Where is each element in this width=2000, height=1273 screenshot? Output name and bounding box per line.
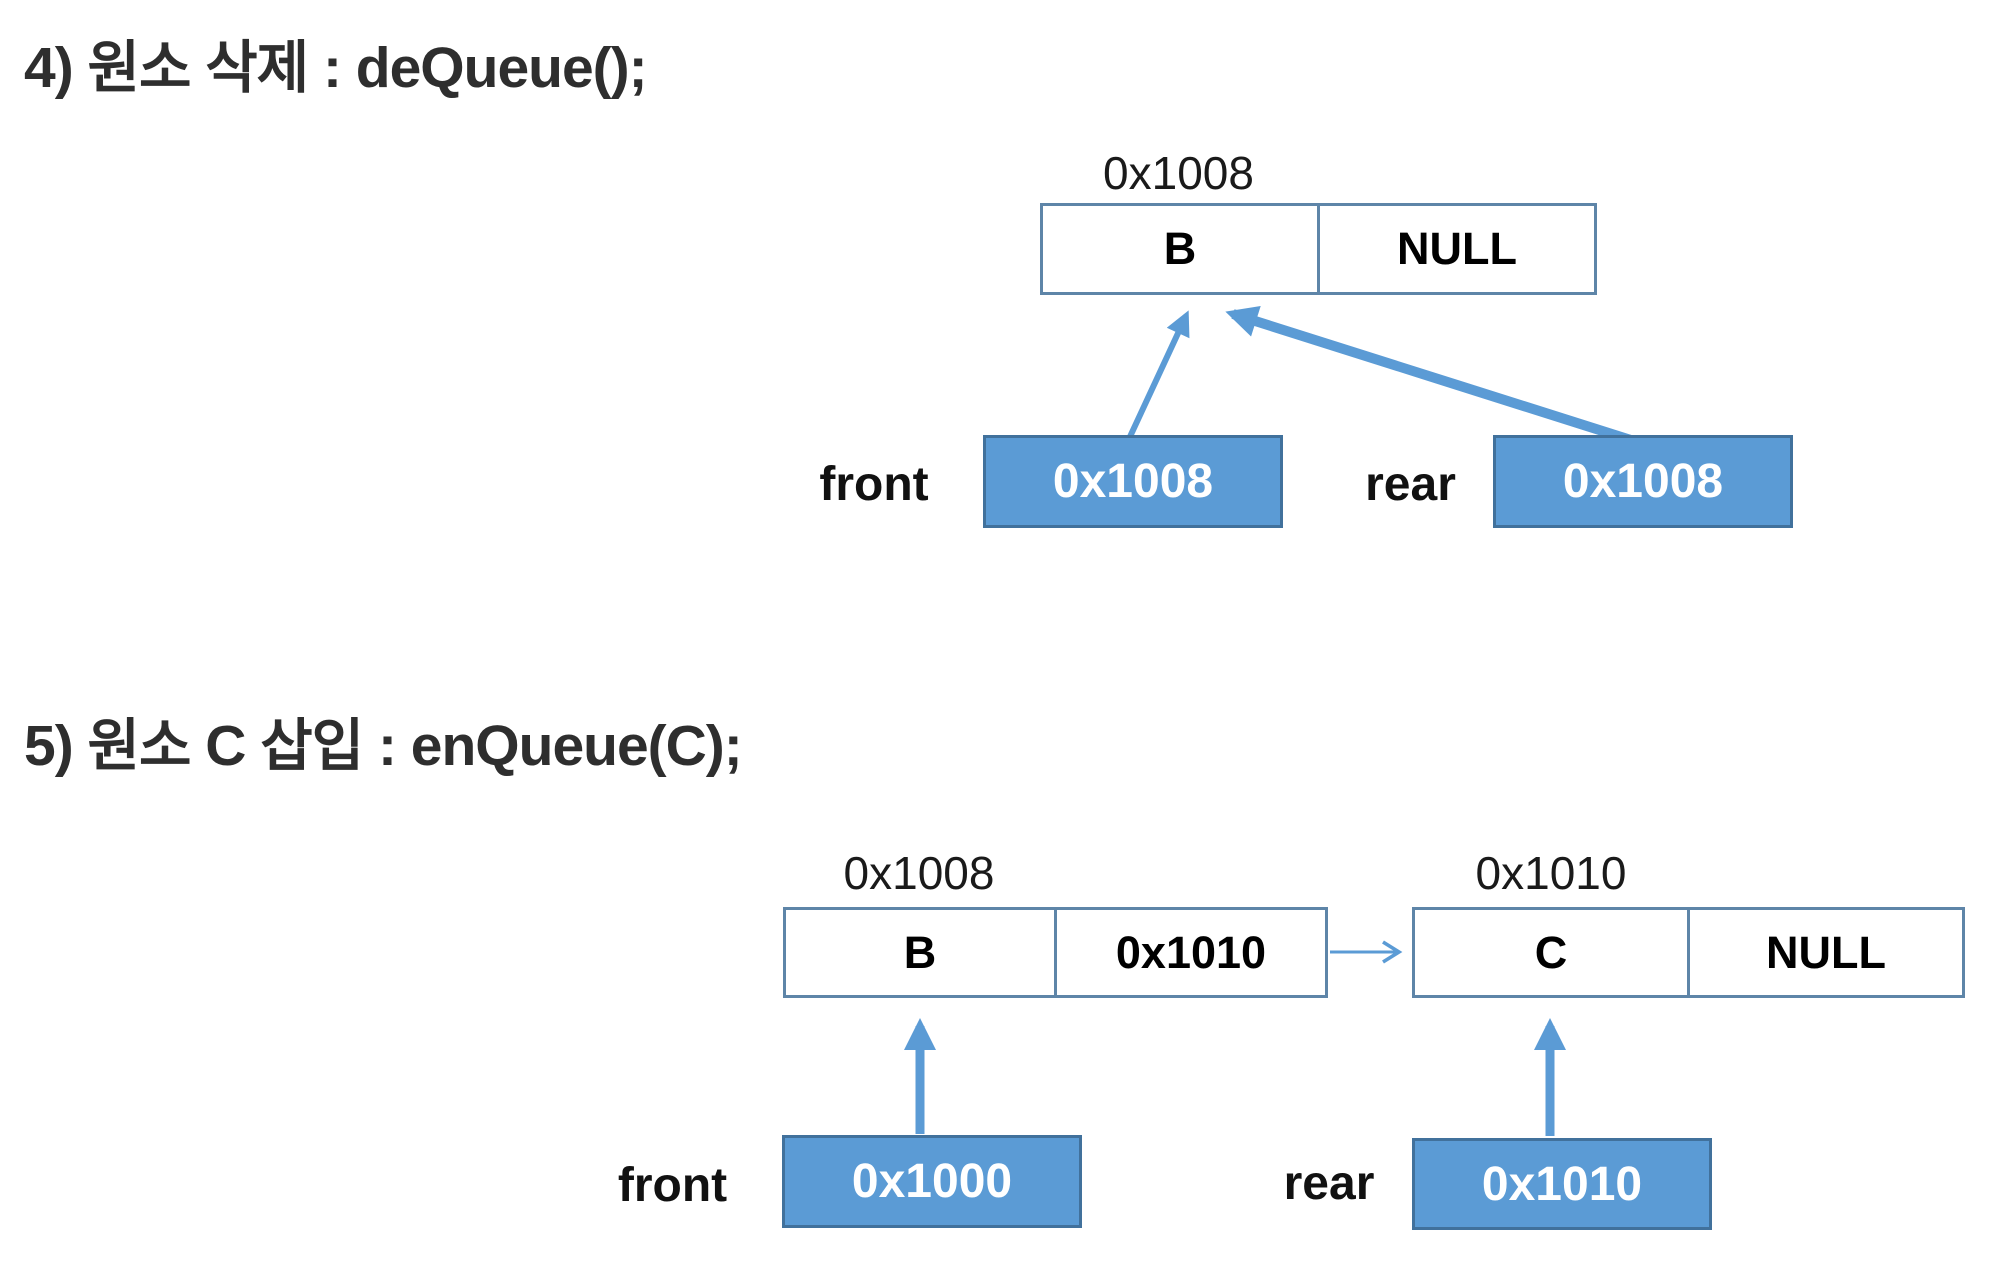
s5-rear-label: rear	[1283, 1157, 1375, 1210]
s4-front-pointer-arrow	[1125, 310, 1190, 443]
s5-nodeB-next-cell: 0x1010	[1115, 926, 1267, 978]
s4-node-next-cell: NULL	[1397, 223, 1517, 274]
s5-nodeB-data-cell: B	[786, 910, 1057, 995]
s4-node-data-cell: B	[1043, 206, 1320, 292]
s4-front-value-box: 0x1008	[983, 435, 1283, 528]
s4-rear-pointer-arrow	[1225, 305, 1636, 446]
section-4-heading: 4) 원소 삭제 : deQueue();	[24, 36, 648, 100]
s4-rear-value-box: 0x1008	[1493, 435, 1793, 528]
s4-node-address-label: 0x1008	[1103, 147, 1254, 199]
s4-front-label: front	[819, 458, 929, 511]
s5-rear-value-box: 0x1010	[1412, 1138, 1712, 1230]
s4-rear-label: rear	[1365, 458, 1456, 511]
s5-nodeC-address-label: 0x1010	[1475, 847, 1627, 899]
s5-front-value-box: 0x1000	[782, 1135, 1082, 1228]
s5-front-label: front	[617, 1159, 728, 1212]
s5-nodeC-next-cell: NULL	[1766, 926, 1886, 978]
s4-node-box: B NULL	[1040, 203, 1597, 295]
s5-nodeC-box: C NULL	[1412, 907, 1965, 998]
s5-nodeB-address-label: 0x1008	[843, 847, 995, 899]
section-5-heading: 5) 원소 C 삽입 : enQueue(C);	[24, 714, 743, 778]
s5-nodeB-box: B 0x1010	[783, 907, 1328, 998]
s5-nodeC-data-cell: C	[1415, 910, 1690, 995]
